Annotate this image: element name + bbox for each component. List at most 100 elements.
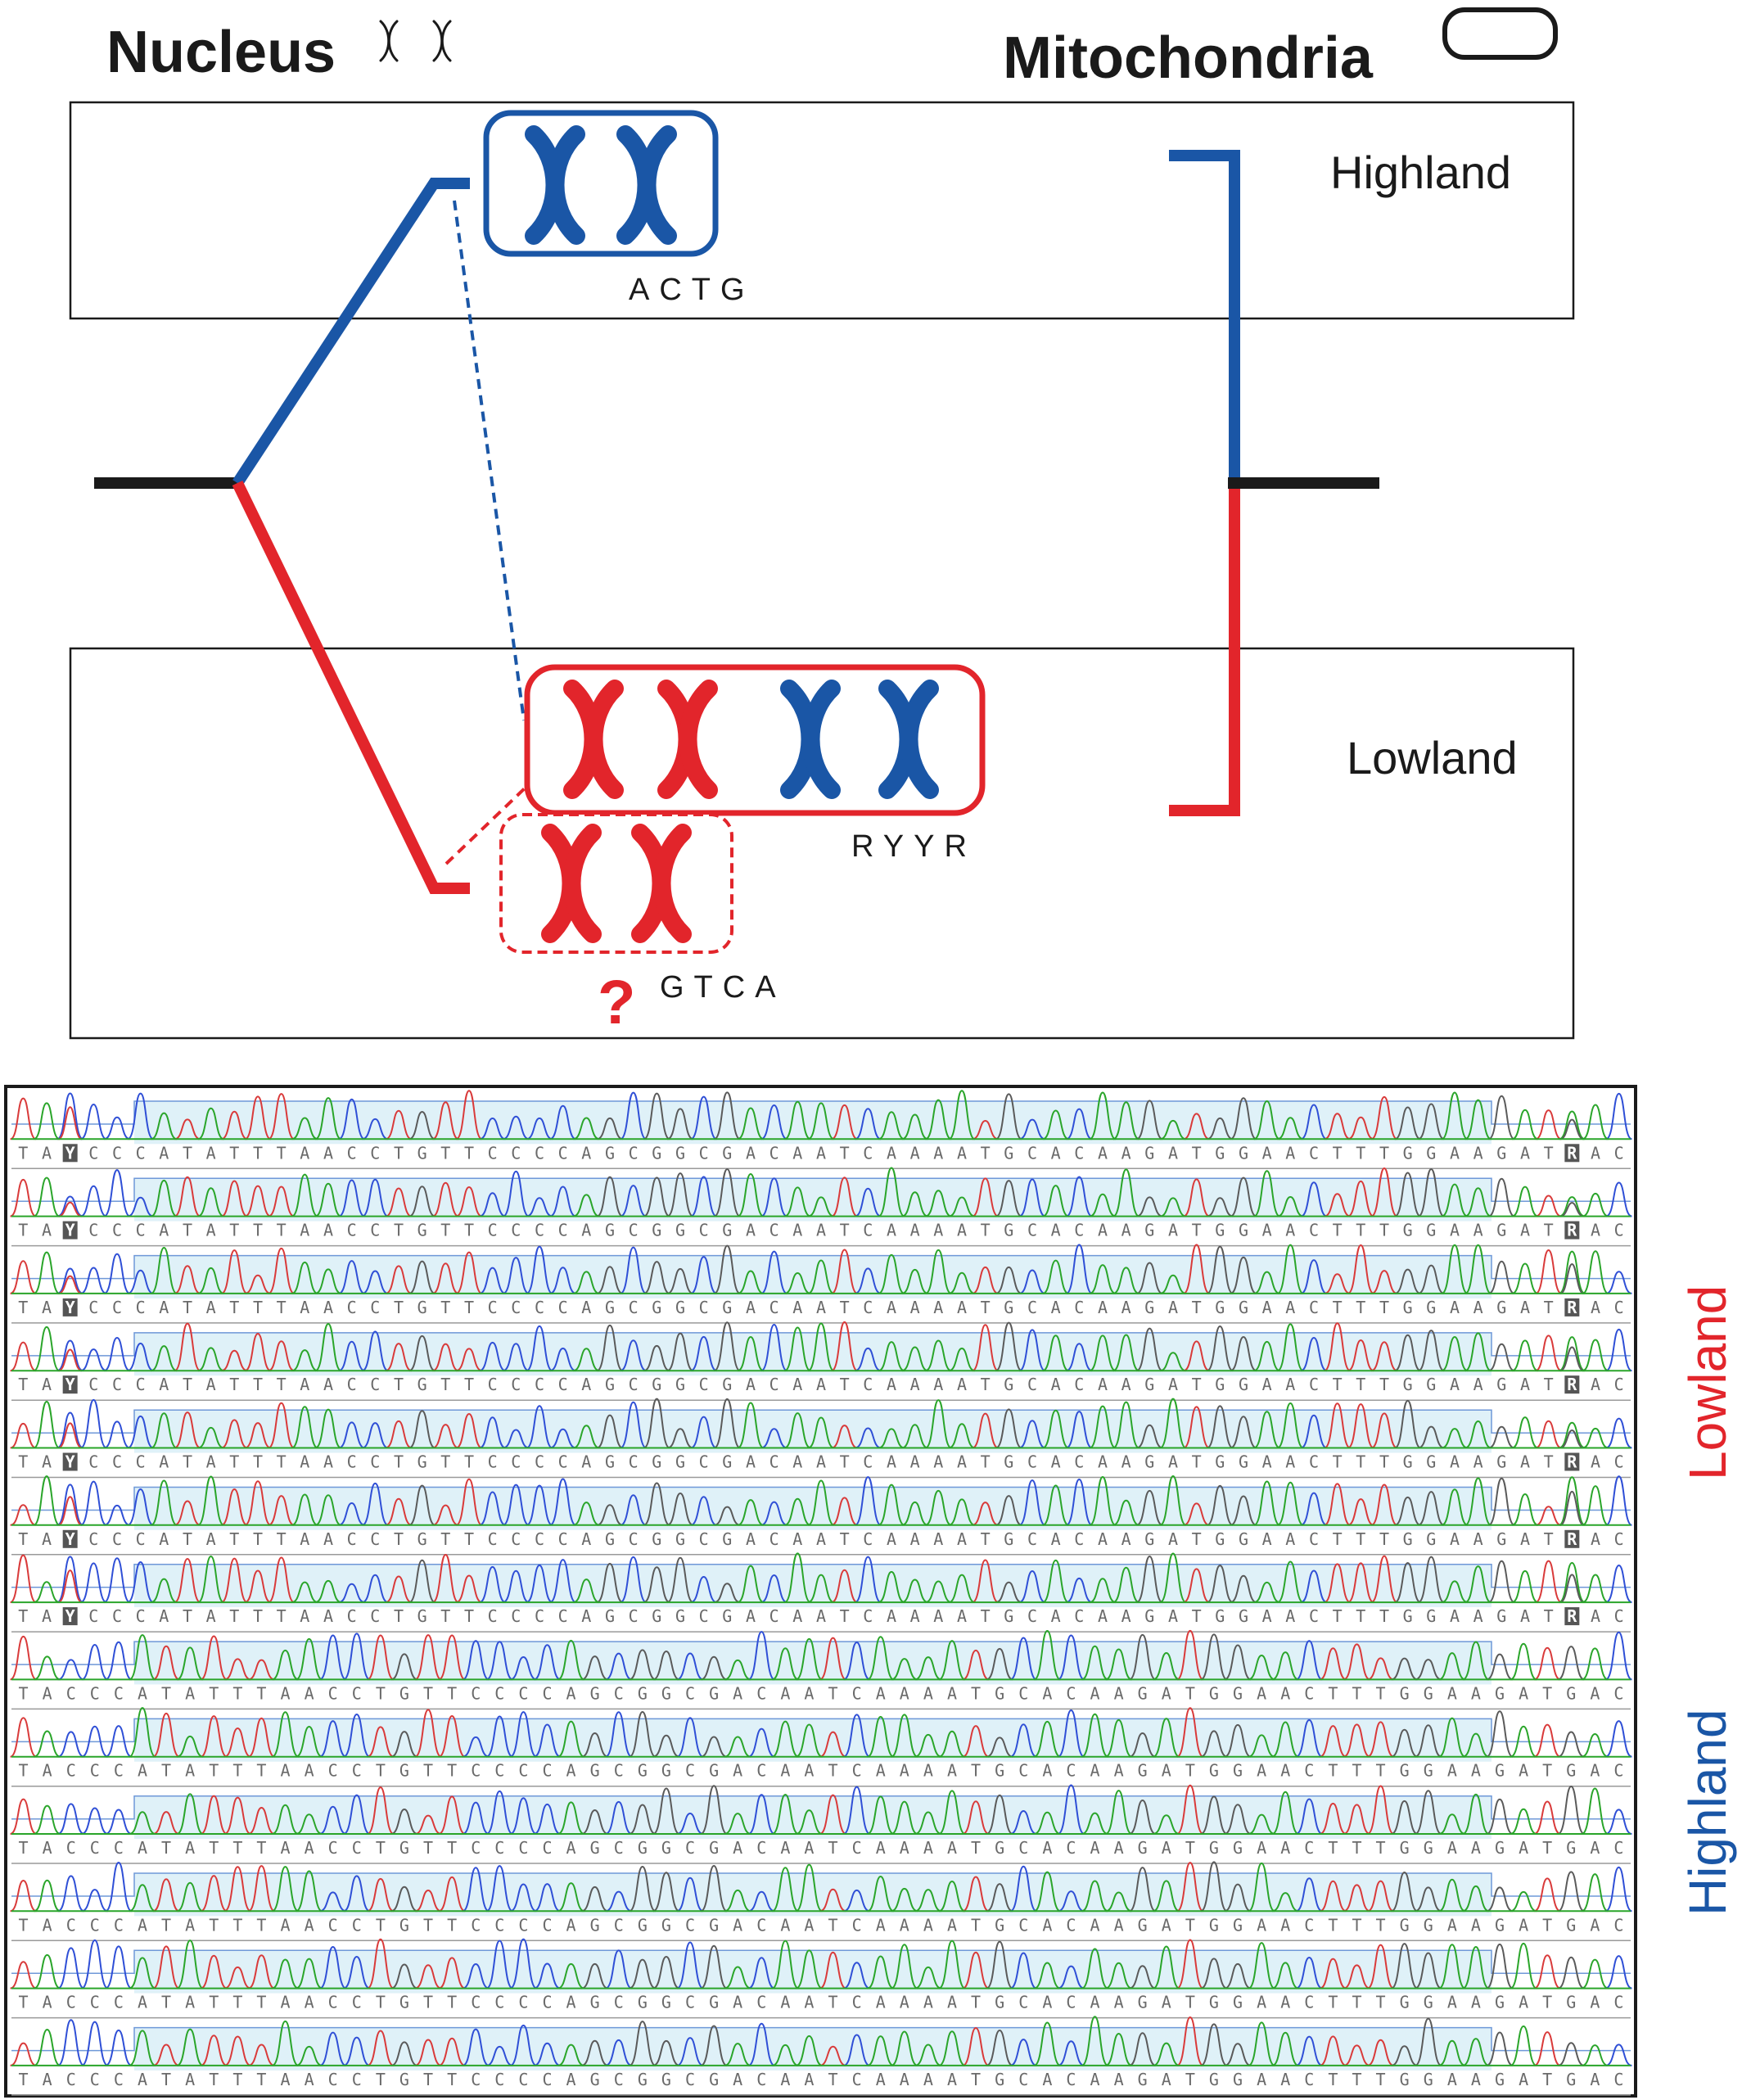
sequence-base: A (876, 1761, 886, 1781)
sequence-base: A (1042, 1993, 1052, 2012)
sequence-base: A (1090, 1993, 1099, 2012)
sequence-base: C (1309, 1529, 1319, 1549)
sequence-base: A (910, 1606, 920, 1626)
sequence-base: A (1520, 1452, 1530, 1472)
sequence-base: G (590, 1915, 600, 1935)
sequence-base: C (136, 1375, 146, 1394)
sequence-base: T (1352, 1761, 1361, 1781)
sequence-base: T (376, 1838, 386, 1858)
sequence-base: T (1356, 1529, 1365, 1549)
sequence-base: T (828, 1683, 838, 1703)
sequence-base: G (1233, 1761, 1243, 1781)
sequence-base: T (981, 1606, 991, 1626)
sequence-base: C (558, 1375, 568, 1394)
sequence-base: G (1426, 1143, 1436, 1163)
sequence-base: A (1471, 1761, 1481, 1781)
sequence-base: T (1352, 1915, 1361, 1935)
sequence-base: A (42, 1221, 52, 1240)
sequence-base: C (535, 1452, 544, 1472)
sequence-base: T (1379, 1606, 1389, 1626)
sequence-base: C (494, 1761, 504, 1781)
sequence-base: G (1566, 1761, 1576, 1781)
sequence-base: C (852, 1915, 862, 1935)
sequence-base: T (19, 1838, 29, 1858)
sequence-base: G (1400, 1761, 1410, 1781)
sequence-base: G (1495, 1993, 1505, 2012)
sequence-base: G (1400, 2070, 1410, 2089)
sequence-base: G (1144, 1221, 1154, 1240)
sequence-base: C (558, 1221, 568, 1240)
sequence-base: T (209, 1993, 219, 2012)
sequence-base: G (1239, 1606, 1248, 1626)
sequence-base: G (1566, 1683, 1576, 1703)
sequence-base: A (816, 1143, 826, 1163)
sequence-base: C (66, 1993, 76, 2012)
sequence-base: A (1280, 1915, 1290, 1935)
sequence-base: C (352, 1993, 362, 2012)
sequence-base: G (1400, 1838, 1410, 1858)
highland-side-label: Highland (1678, 1709, 1737, 1916)
sequence-base: A (933, 1375, 943, 1394)
sequence-base: T (183, 1606, 192, 1626)
sequence-base: A (305, 1993, 314, 2012)
sequence-base: C (629, 1606, 639, 1626)
sequence-base: T (1192, 1452, 1202, 1472)
sequence-base: G (661, 1683, 671, 1703)
sequence-base: T (840, 1529, 850, 1549)
sequence-base: A (1450, 1529, 1460, 1549)
sequence-base: T (183, 1221, 192, 1240)
sequence-base: A (1114, 1761, 1124, 1781)
sequence-base: A (1520, 1221, 1530, 1240)
sequence-base: A (933, 1529, 943, 1549)
sequence-base: T (1542, 1993, 1552, 2012)
sequence-base: A (1262, 1143, 1272, 1163)
sequence-base: G (399, 1993, 409, 2012)
sequence-base: C (90, 1761, 100, 1781)
sequence-base: C (511, 1298, 521, 1317)
sequence-base: C (112, 1452, 122, 1472)
sequence-base: G (1424, 1838, 1433, 1858)
sequence-base: A (42, 1606, 52, 1626)
sequence-base: T (440, 1452, 450, 1472)
sequence-base: A (581, 1221, 591, 1240)
sequence-base: A (1471, 1683, 1481, 1703)
sequence-base: G (1233, 1993, 1243, 2012)
sequence-base: A (1121, 1298, 1131, 1317)
sequence-base: T (256, 2070, 266, 2089)
sequence-base: G (1403, 1298, 1413, 1317)
sequence-base: T (183, 1529, 192, 1549)
sequence-base: G (1239, 1375, 1248, 1394)
sequence-base: C (370, 1143, 380, 1163)
sequence-base: G (638, 1915, 648, 1935)
sequence-base: A (1262, 1606, 1272, 1626)
sequence-base: A (887, 1221, 896, 1240)
sequence-base: A (159, 1298, 169, 1317)
sequence-base: C (1304, 1838, 1314, 1858)
sequence-base: A (780, 1915, 790, 1935)
sequence-base: A (1519, 1683, 1528, 1703)
sequence-base: T (1333, 1606, 1343, 1626)
sequence-base: A (1447, 1993, 1457, 2012)
sequence-base: A (300, 1529, 309, 1549)
sequence-base: A (923, 1683, 933, 1703)
sequence-base: A (1257, 1993, 1266, 2012)
sequence-base: G (638, 1838, 648, 1858)
sequence-base: T (256, 1993, 266, 2012)
sequence-base: A (305, 1838, 314, 1858)
sequence-base: T (1356, 1221, 1365, 1240)
sequence-base: C (1018, 2070, 1028, 2089)
sequence-base: C (370, 1606, 380, 1626)
sequence-base: T (1333, 1529, 1343, 1549)
sequence-base: T (19, 2070, 29, 2089)
sequence-base: T (440, 1529, 450, 1549)
sequence-base: A (159, 1529, 169, 1549)
sequence-base: T (1356, 1298, 1365, 1317)
sequence-base: G (1233, 1915, 1243, 1935)
sequence-base: C (1304, 1915, 1314, 1935)
sequence-base: A (957, 1298, 967, 1317)
sequence-base: T (1352, 2070, 1361, 2089)
sequence-base: G (1138, 2070, 1148, 2089)
